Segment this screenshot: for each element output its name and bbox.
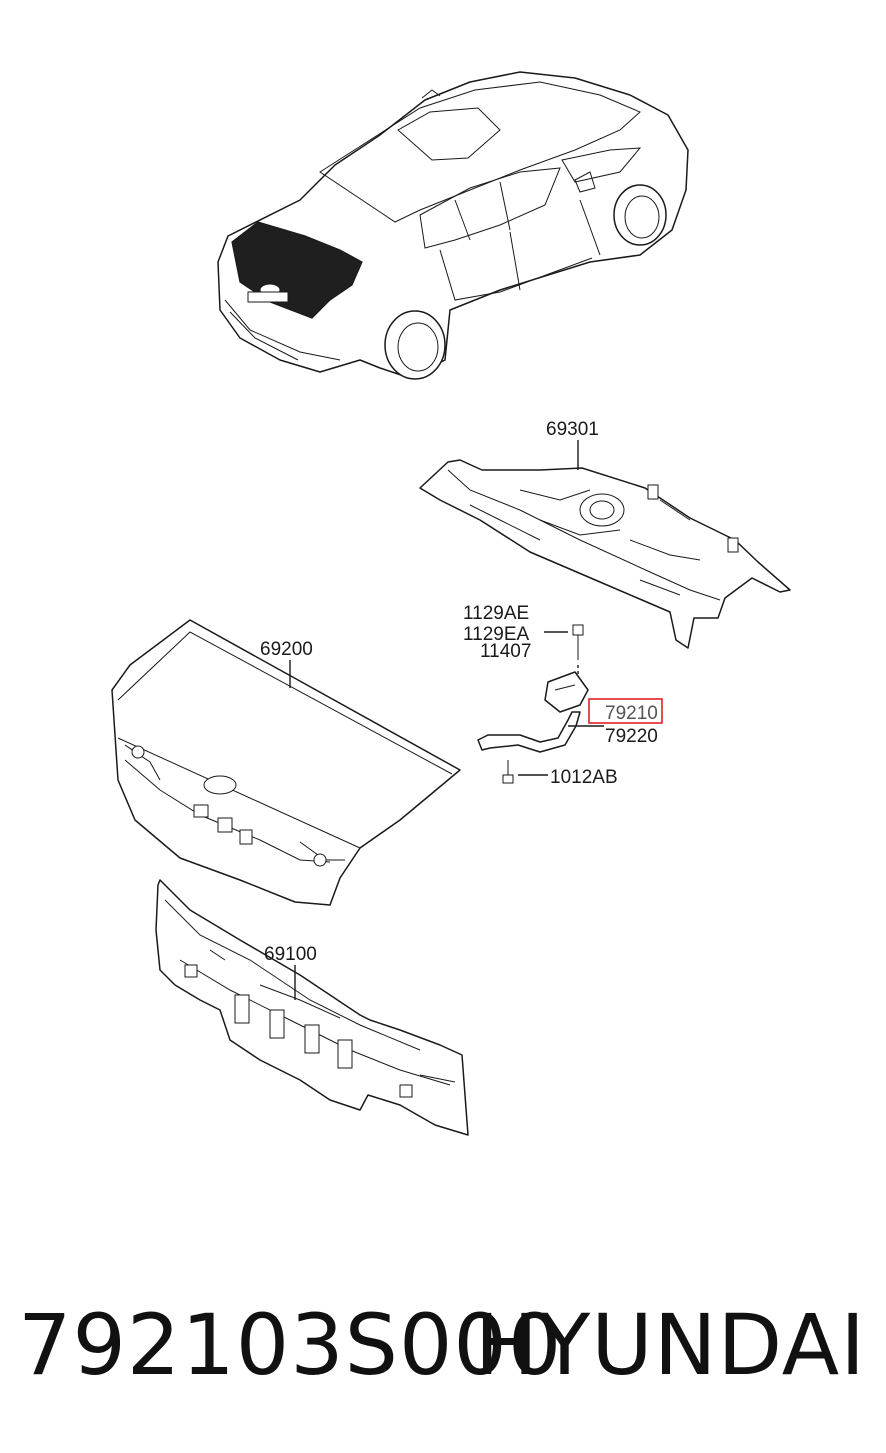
label-69301: 69301 <box>546 419 599 440</box>
brand-name: HYUNDAI <box>474 1296 866 1394</box>
part-69301-panel <box>419 459 791 649</box>
leader-lines <box>289 440 604 1000</box>
label-1129AE: 1129AE <box>463 603 529 624</box>
label-69200: 69200 <box>260 639 313 660</box>
label-69100: 69100 <box>264 944 317 965</box>
label-79220: 79220 <box>605 726 658 747</box>
part-69200-trunk-lid <box>111 619 461 906</box>
part-79210-latch <box>477 624 589 784</box>
label-79210: 79210 <box>605 703 658 724</box>
car-illustration <box>217 71 689 380</box>
footer: 792103S000 HYUNDAI <box>0 1290 886 1400</box>
label-1012AB: 1012AB <box>550 767 618 788</box>
label-11407: 11407 <box>480 641 531 662</box>
highlight-box-79210 <box>588 698 663 724</box>
label-1129EA: 1129EA <box>463 624 530 645</box>
part-69100-back-panel <box>155 879 469 1136</box>
parts-diagram: 69301 1129AE 1129EA 11407 69200 79210 79… <box>111 71 791 1136</box>
part-number: 792103S000 <box>18 1296 563 1394</box>
